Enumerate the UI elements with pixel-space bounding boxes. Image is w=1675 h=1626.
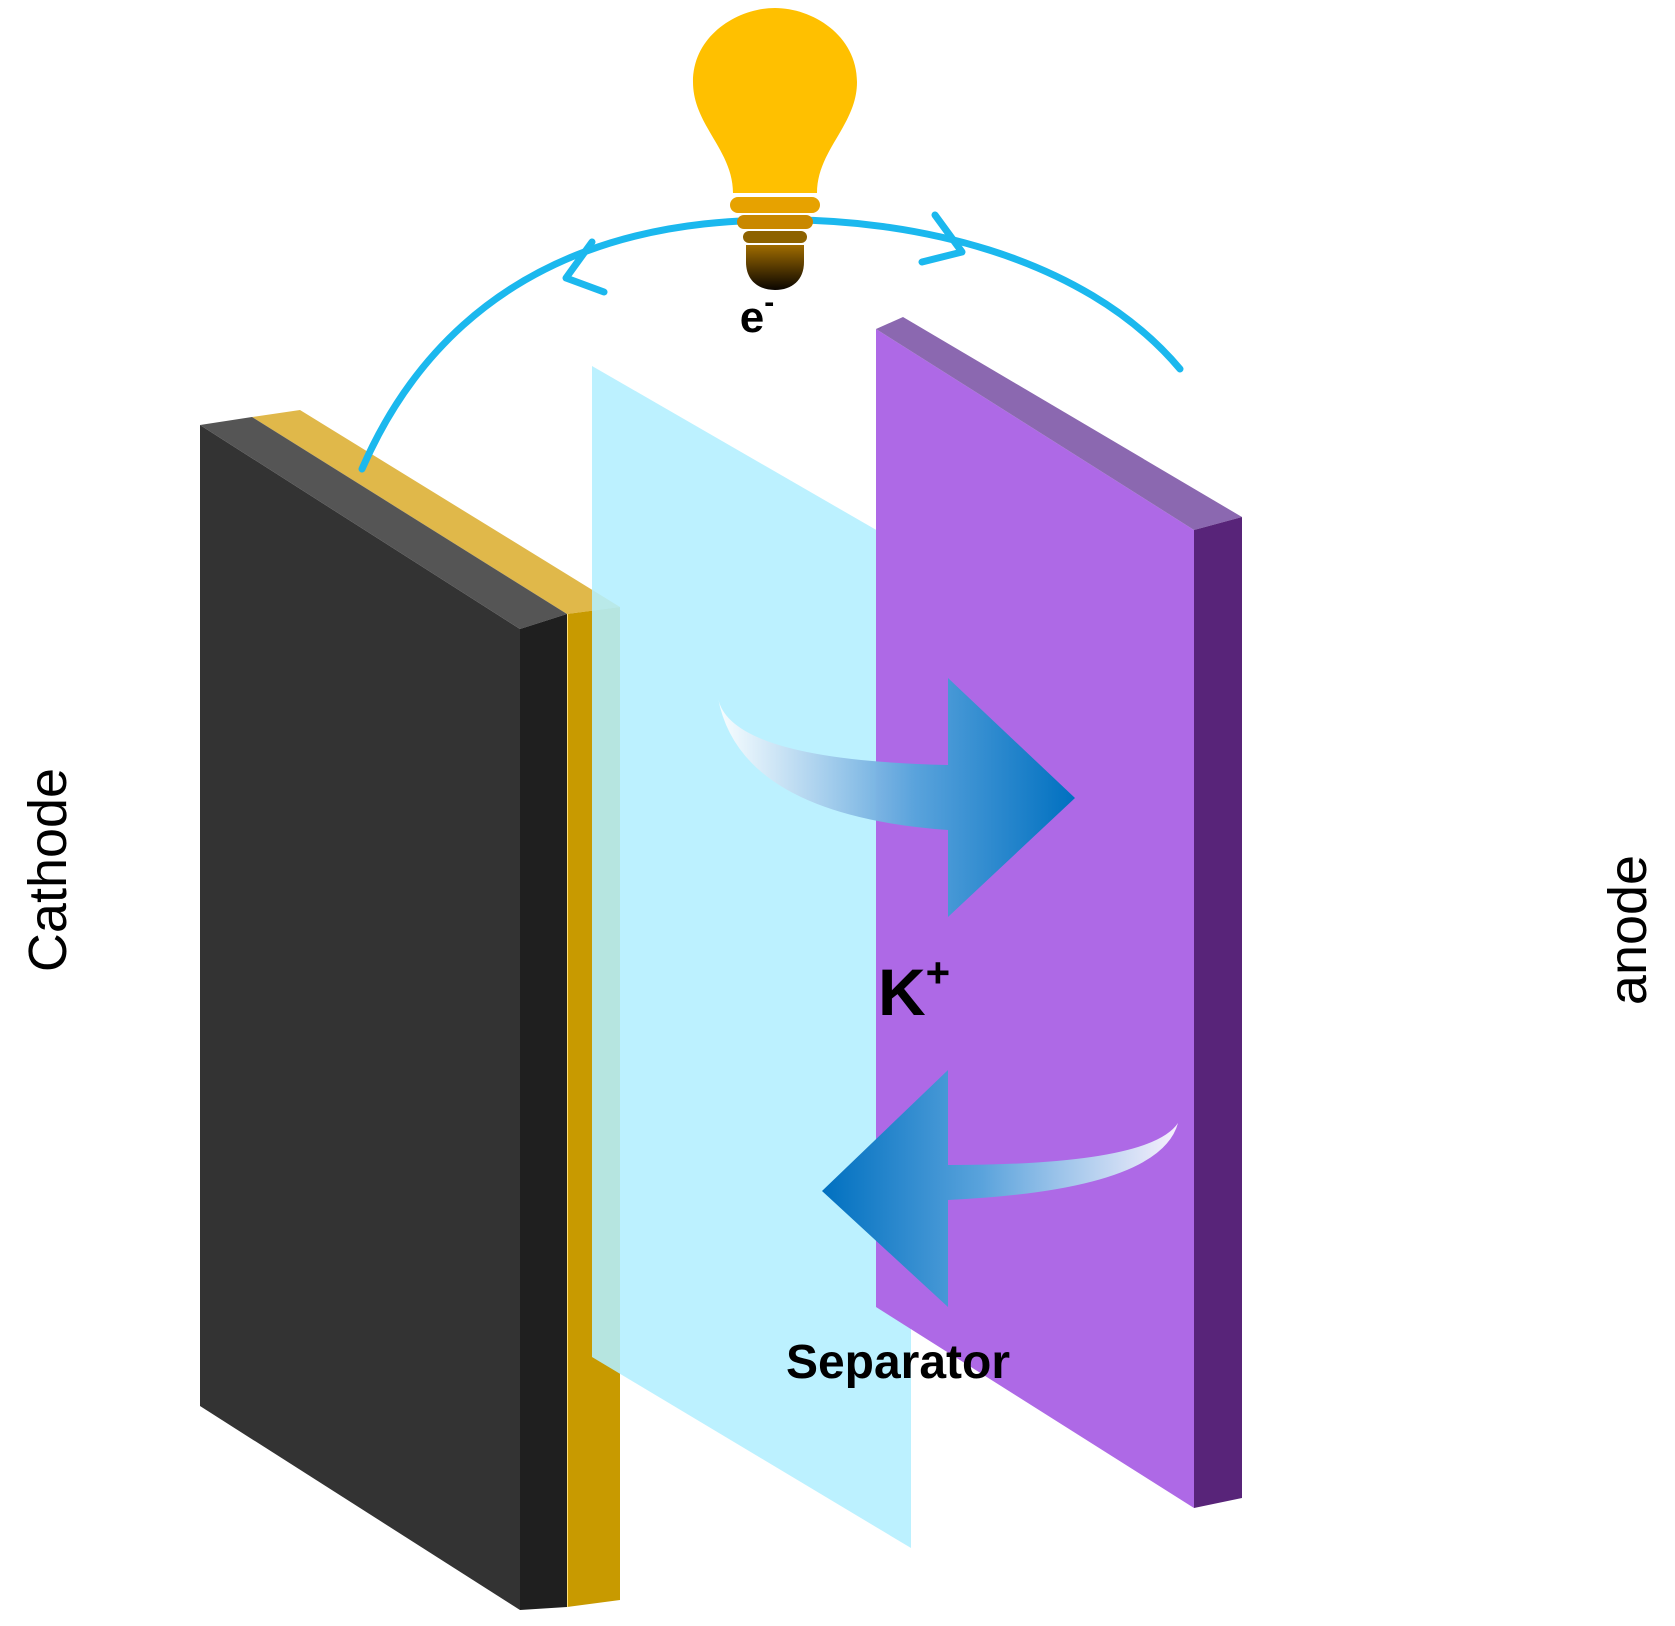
collector-top-face: [252, 410, 620, 614]
cathode-front-face: [200, 425, 520, 1610]
circuit-arrow-left-icon: [562, 238, 608, 296]
cathode-label: Cathode: [18, 768, 78, 972]
cathode-top-face: [200, 417, 567, 629]
ion-arrow-left-body: [822, 1070, 1178, 1307]
anode-top-face: [876, 317, 1242, 530]
anode-electrode: [876, 317, 1242, 1508]
light-bulb-icon: [693, 8, 857, 290]
cathode-electrode: [200, 417, 567, 1610]
anode-label: anode: [1598, 855, 1658, 1005]
circuit-arrow-right-icon: [918, 211, 966, 266]
ion-arrow-charge: [718, 678, 1075, 917]
ion-arrow-discharge: [822, 1070, 1178, 1307]
bulb-glass: [693, 8, 857, 193]
separator-sheet: [592, 366, 911, 1548]
cathode-side-face: [520, 614, 567, 1610]
bulb-band-3: [743, 231, 807, 243]
anode-front-face: [876, 329, 1194, 1508]
bulb-band-2: [737, 215, 813, 229]
anode-side-face: [1194, 517, 1242, 1508]
separator-label: Separator: [786, 1336, 1010, 1389]
electron-label: e-: [740, 286, 774, 342]
bulb-base: [746, 245, 804, 290]
bulb-band-1: [730, 197, 820, 213]
ion-label: K+: [878, 949, 950, 1029]
ion-arrow-right-body: [718, 678, 1075, 917]
